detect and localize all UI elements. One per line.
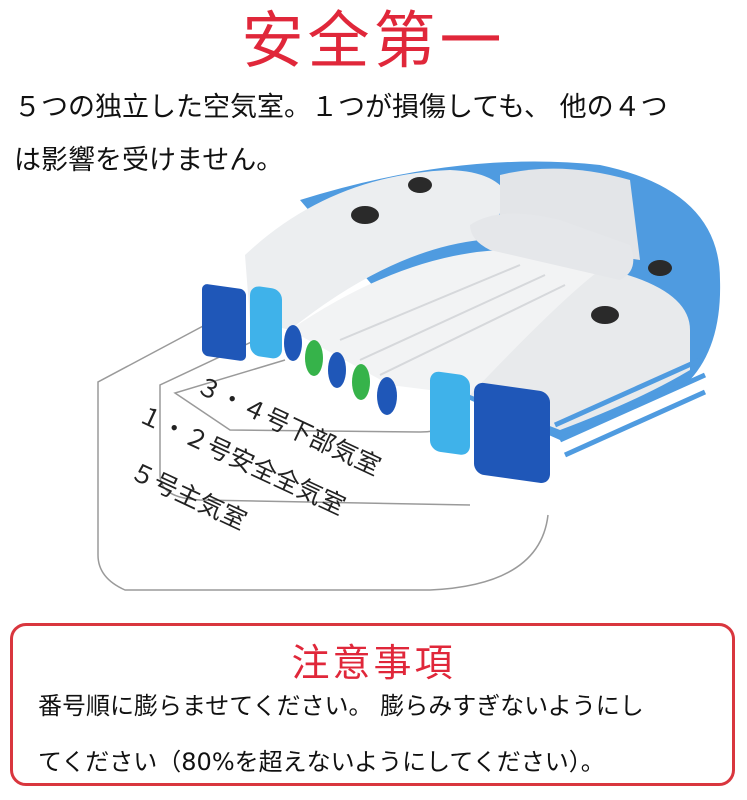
oarlocks <box>351 177 672 324</box>
leader-1-2 <box>159 337 471 506</box>
description-line-2: は影響を受けません。 <box>14 145 284 176</box>
chamber-5-right <box>474 382 550 483</box>
boat-diagram <box>97 161 721 591</box>
seat-cushion <box>470 213 634 280</box>
chamber-3-tube-2 <box>328 352 346 388</box>
chamber-4-tube-2 <box>352 364 370 400</box>
boat-tube-left <box>245 170 510 330</box>
chamber-4-tube-1 <box>305 340 323 376</box>
page-title: 安全第一 <box>241 4 506 77</box>
leader-5-main <box>97 324 549 591</box>
floor-tubes <box>339 264 566 376</box>
chamber-2-left <box>250 286 282 359</box>
chamber-1-right <box>430 371 470 455</box>
chamber-3-tube-3 <box>377 377 397 415</box>
hull-stripes <box>553 357 707 458</box>
description-line-1: ５つの独立した空気室。１つが損傷しても、 他の４つ <box>14 92 668 123</box>
notice-box <box>10 623 735 786</box>
notice-line-2: てください（80%を超えないようにしてください）。 <box>38 748 605 776</box>
chamber-5-left <box>202 284 246 361</box>
notice-line-1: 番号順に膨らませてください。 膨らみすぎないようにし <box>38 692 644 720</box>
chamber-3-tube-1 <box>284 325 302 361</box>
notice-title: 注意事項 <box>291 641 456 685</box>
